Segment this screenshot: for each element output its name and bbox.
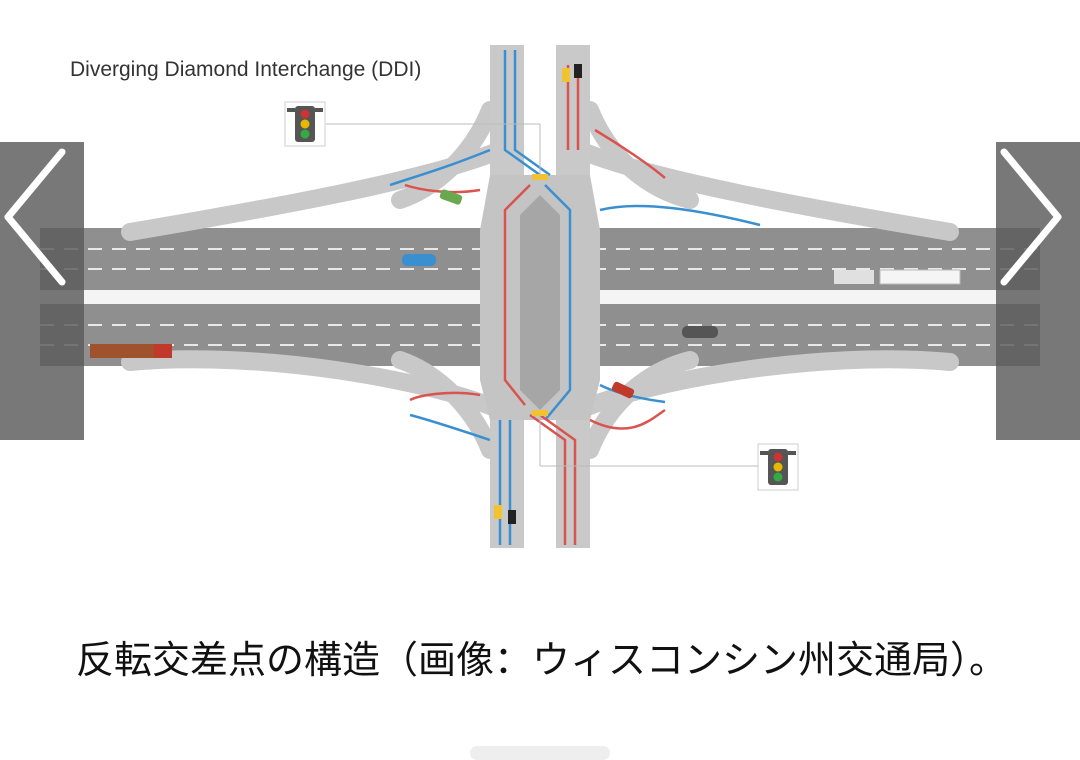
car-green xyxy=(439,189,463,205)
ddi-diagram xyxy=(40,45,1040,548)
arterial-south-left xyxy=(490,420,524,548)
car-black-south xyxy=(508,510,516,524)
car-yellow-south xyxy=(494,505,502,519)
red-traffic-arrows xyxy=(404,65,666,545)
chevron-left-icon xyxy=(4,148,66,286)
diagram-title: Diverging Diamond Interchange (DDI) xyxy=(70,58,422,81)
image-caption: 反転交差点の構造（画像：ウィスコンシン州交通局）。 xyxy=(76,638,1008,682)
arterial-north-right xyxy=(556,45,590,175)
center-island xyxy=(520,195,560,410)
arterial-north-left xyxy=(490,45,524,175)
traffic-light-icon xyxy=(757,443,799,491)
article-figure: Diverging Diamond Interchange (DDI) xyxy=(0,45,1080,548)
pager-handle xyxy=(470,746,610,760)
truck-cab-red xyxy=(154,344,172,358)
next-image-button[interactable] xyxy=(996,142,1080,440)
arterial-south-right xyxy=(556,420,590,548)
ramps xyxy=(121,101,959,459)
car-black-north xyxy=(574,64,582,78)
truck-white xyxy=(879,269,961,285)
car-yellow-north xyxy=(562,68,570,82)
truck-white-cab xyxy=(834,270,874,284)
car-gray xyxy=(682,326,718,338)
blue-traffic-arrows xyxy=(389,50,761,545)
previous-image-button[interactable] xyxy=(0,142,84,440)
signal-marker-south xyxy=(532,410,548,416)
car-blue xyxy=(402,254,436,266)
signal-marker-north xyxy=(532,174,548,180)
truck-brown xyxy=(90,344,154,358)
chevron-right-icon xyxy=(1000,148,1062,286)
traffic-light-icon xyxy=(284,101,326,147)
car-red xyxy=(611,381,635,399)
